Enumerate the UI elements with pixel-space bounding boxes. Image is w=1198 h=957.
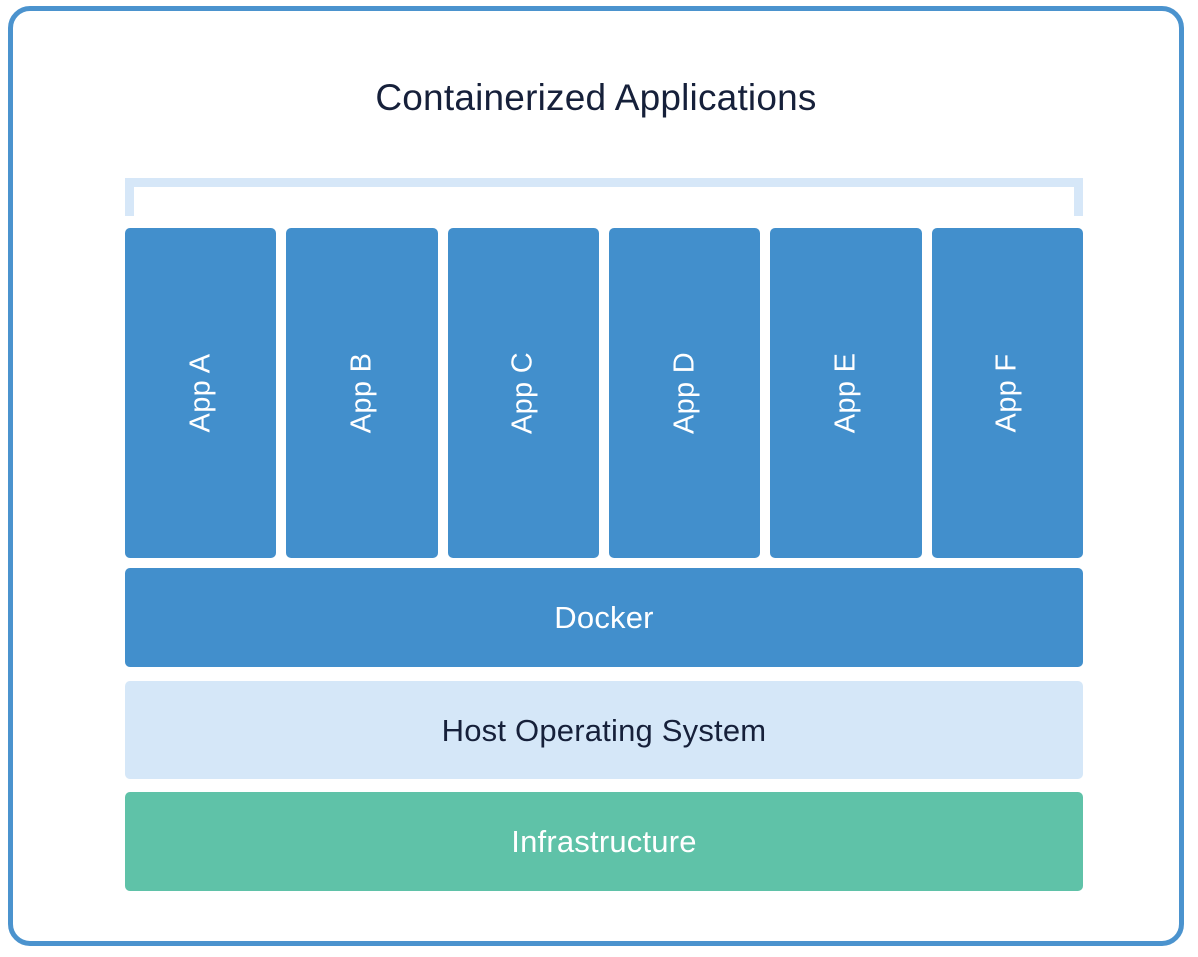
diagram-canvas: Containerized Applications App A App B A… (8, 6, 1184, 946)
layer-host-operating-system-label: Host Operating System (441, 712, 767, 748)
containerized-apps-bracket (125, 178, 1083, 216)
app-container-f-label: App F (990, 353, 1023, 433)
app-container-b-label: App B (345, 352, 378, 434)
app-container-a-label: App A (184, 353, 217, 433)
app-container-b[interactable]: App B (286, 228, 438, 558)
application-containers-row: App A App B App C App D App E App F (125, 228, 1083, 558)
app-container-c-label: App C (506, 351, 539, 435)
layer-infrastructure[interactable]: Infrastructure (125, 792, 1083, 891)
layer-infrastructure-label: Infrastructure (511, 824, 697, 859)
app-container-d[interactable]: App D (608, 228, 761, 558)
app-container-f[interactable]: App F (931, 228, 1083, 558)
layer-docker-label: Docker (554, 600, 654, 635)
page-title: Containerized Applications (375, 77, 817, 118)
app-container-d-label: App D (668, 351, 701, 435)
app-container-c[interactable]: App C (447, 228, 599, 558)
app-container-e-label: App E (829, 352, 862, 434)
layer-docker[interactable]: Docker (125, 568, 1083, 667)
app-container-e[interactable]: App E (770, 228, 922, 558)
app-container-a[interactable]: App A (125, 228, 277, 558)
layer-host-operating-system[interactable]: Host Operating System (125, 681, 1083, 779)
